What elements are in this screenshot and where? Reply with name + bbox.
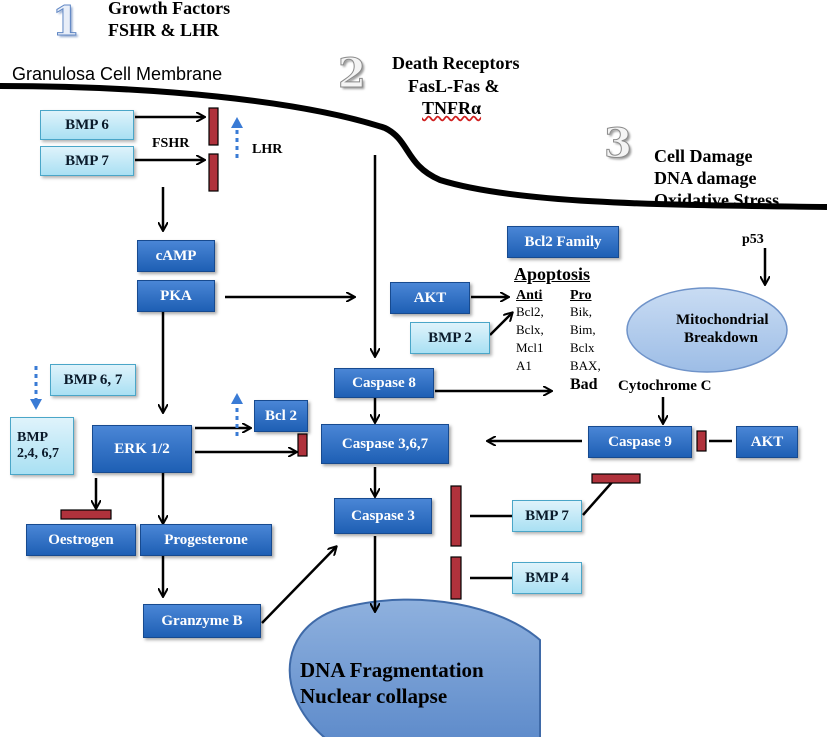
akt-right-box: AKT xyxy=(736,426,798,458)
bmp6-box: BMP 6 xyxy=(40,110,134,140)
pro-item: Bim, xyxy=(570,322,596,337)
mitochondria-shape xyxy=(626,287,788,373)
oestrogen-box: Oestrogen xyxy=(26,524,136,556)
growth-factors-subtitle: FSHR & LHR xyxy=(108,20,220,40)
dna-fragmentation-label-1: DNA Fragmentation xyxy=(300,658,484,682)
death-receptors-title: Death Receptors xyxy=(392,53,520,73)
caspase3-box: Caspase 3 xyxy=(334,498,432,534)
apoptosis-title: Apoptosis xyxy=(514,264,591,284)
fshr-receptor-bar-top xyxy=(208,107,219,146)
pro-item: BAX, xyxy=(570,358,601,373)
bmp4-inhibition-bar xyxy=(450,556,462,600)
bmp7-top-box: BMP 7 xyxy=(40,146,134,176)
anti-apoptotic-header: Anti xyxy=(516,288,543,303)
cytochrome-c-label: Cytochrome C xyxy=(618,378,712,394)
cell-damage-line-3: Oxidative Stress xyxy=(654,190,780,210)
bcl2-box: Bcl 2 xyxy=(254,400,308,432)
erk-inhibition-bar xyxy=(297,433,308,457)
bmp2467-line-1: BMP xyxy=(17,430,49,445)
membrane-label: Granulosa Cell Membrane xyxy=(12,64,223,84)
caspase9-bmp7-inhibition-bar xyxy=(591,473,641,484)
cell-damage-line-1: Cell Damage xyxy=(654,146,753,166)
step-number-2: 2 xyxy=(338,50,367,98)
pka-box: PKA xyxy=(137,280,215,312)
fshr-receptor-bar-bottom xyxy=(208,153,219,192)
growth-factors-title: Growth Factors xyxy=(108,0,231,18)
bmp67-box: BMP 6, 7 xyxy=(50,364,136,396)
mitochondria-label-2: Breakdown xyxy=(684,330,758,346)
pro-item: Bik, xyxy=(570,304,593,319)
cell-membrane xyxy=(0,83,827,210)
dna-fragmentation-label-2: Nuclear collapse xyxy=(300,684,448,708)
camp-box: cAMP xyxy=(137,240,215,272)
bmp2467-box: BMP 2,4, 6,7 xyxy=(10,417,74,475)
bmp4-box: BMP 4 xyxy=(512,562,582,594)
bmp2-box: BMP 2 xyxy=(410,322,490,354)
caspase367-box: Caspase 3,6,7 xyxy=(321,424,449,464)
mitochondria-label-1: Mitochondrial xyxy=(676,312,769,328)
granzyme-b-box: Granzyme B xyxy=(143,604,261,638)
caspase8-box: Caspase 8 xyxy=(334,368,434,398)
anti-item: Bcl2, xyxy=(516,304,544,319)
death-receptors-subtitle: FasL-Fas & xyxy=(408,76,500,96)
bmp2467-line-2: 2,4, 6,7 xyxy=(17,446,59,461)
step-number-3: 3 xyxy=(604,120,633,168)
bcl2-family-box: Bcl2 Family xyxy=(507,226,619,258)
death-receptors-subtitle-2: TNFRα xyxy=(422,98,482,118)
progesterone-box: Progesterone xyxy=(140,524,272,556)
cell-damage-line-2: DNA damage xyxy=(654,168,757,188)
lhr-label: LHR xyxy=(252,142,283,157)
anti-item: A1 xyxy=(516,358,532,373)
pro-apoptotic-header: Pro xyxy=(570,288,592,303)
bmp7-bottom-box: BMP 7 xyxy=(512,500,582,532)
pro-item: Bclx xyxy=(570,340,595,355)
akt-mid-box: AKT xyxy=(390,282,470,314)
erk-box: ERK 1/2 xyxy=(92,425,192,473)
caspase9-box: Caspase 9 xyxy=(588,426,692,458)
oestrogen-inhibition-bar xyxy=(60,509,112,520)
fshr-label: FSHR xyxy=(152,136,190,151)
anti-item: Mcl1 xyxy=(516,340,544,355)
caspase9-inhibition-bar xyxy=(696,430,707,452)
p53-label: p53 xyxy=(742,232,764,247)
bmp7-inhibition-bar xyxy=(450,485,462,547)
anti-item: Bclx, xyxy=(516,322,544,337)
pro-item-bad: Bad xyxy=(570,376,598,393)
dna-fragmentation-shape xyxy=(288,598,541,737)
step-number-1: 1 xyxy=(52,0,81,46)
